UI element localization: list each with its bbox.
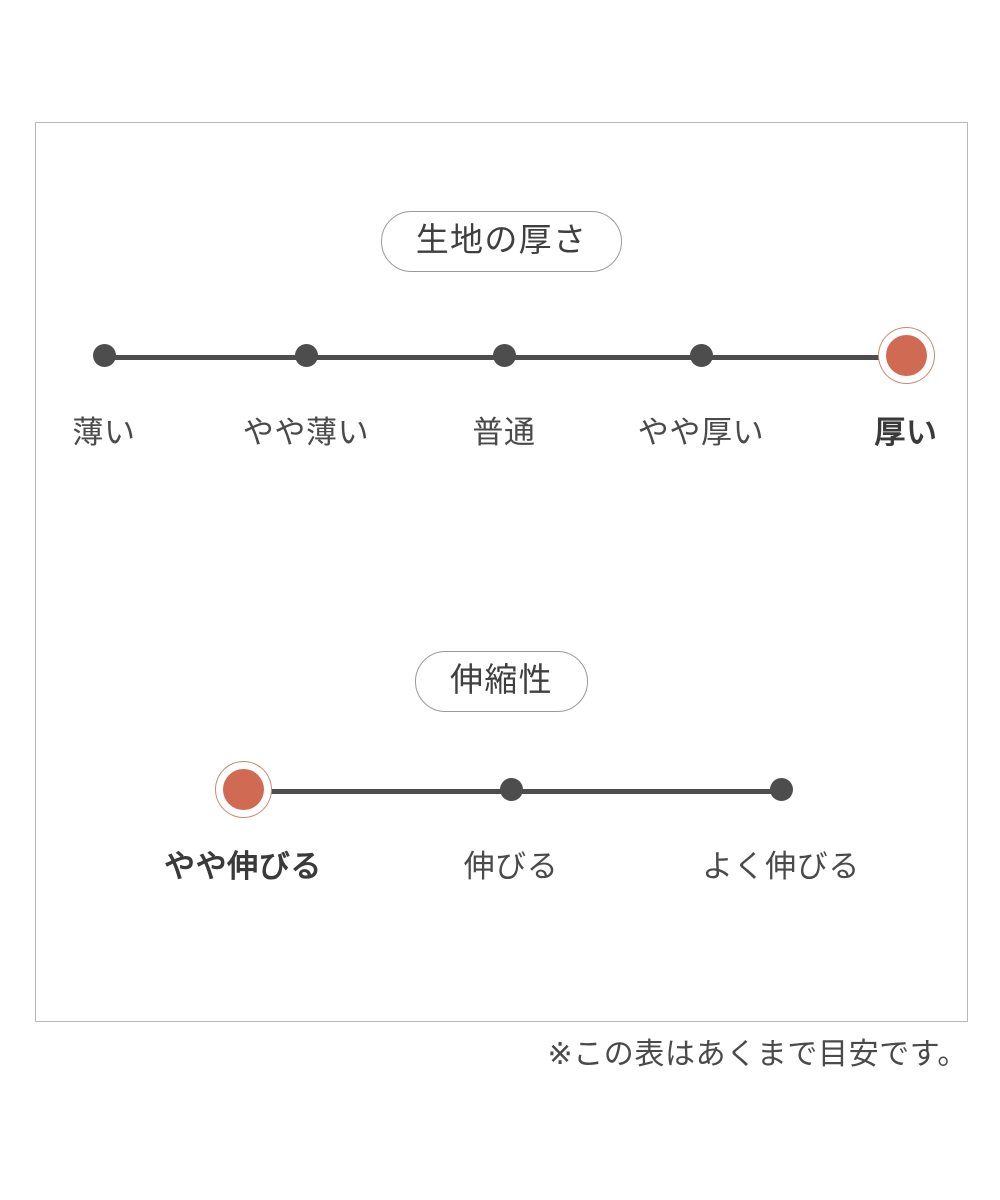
section-title-stretch-wrap: 伸縮性	[36, 651, 967, 712]
scale-label-thickness-1: やや薄い	[242, 415, 370, 450]
scale-label-stretch-0-selected: やや伸びる	[163, 849, 323, 884]
section-title-thickness: 生地の厚さ	[380, 211, 623, 272]
scale-dot-thickness-1	[294, 343, 318, 367]
footnote-disclaimer: ※この表はあくまで目安です。	[547, 1038, 968, 1071]
scale-dot-thickness-2	[492, 343, 516, 367]
spec-panel: 生地の厚さ 薄い やや薄い 普通 やや厚い 厚い 伸縮性	[35, 122, 968, 1022]
scale-fabric-thickness: 薄い やや薄い 普通 やや厚い 厚い	[36, 334, 967, 505]
scale-label-thickness-2: 普通	[472, 415, 536, 450]
scale-dot-stretch-2	[769, 777, 793, 801]
scale-dot-thickness-0	[92, 343, 116, 367]
section-title-stretch: 伸縮性	[415, 651, 588, 712]
scale-stretchiness: やや伸びる 伸びる よく伸びる	[36, 768, 967, 939]
scale-label-stretch-2: よく伸びる	[701, 849, 861, 884]
scale-dot-thickness-4-selected	[885, 334, 927, 376]
section-title-thickness-wrap: 生地の厚さ	[36, 211, 967, 272]
scale-label-thickness-0: 薄い	[72, 415, 136, 450]
scale-dot-thickness-3	[689, 343, 713, 367]
scale-dot-stretch-0-selected	[222, 768, 264, 810]
scale-label-thickness-3: やや厚い	[637, 415, 765, 450]
scale-label-thickness-4-selected: 厚い	[874, 415, 938, 450]
scale-label-stretch-1: 伸びる	[463, 849, 559, 884]
scale-dot-stretch-1	[499, 777, 523, 801]
